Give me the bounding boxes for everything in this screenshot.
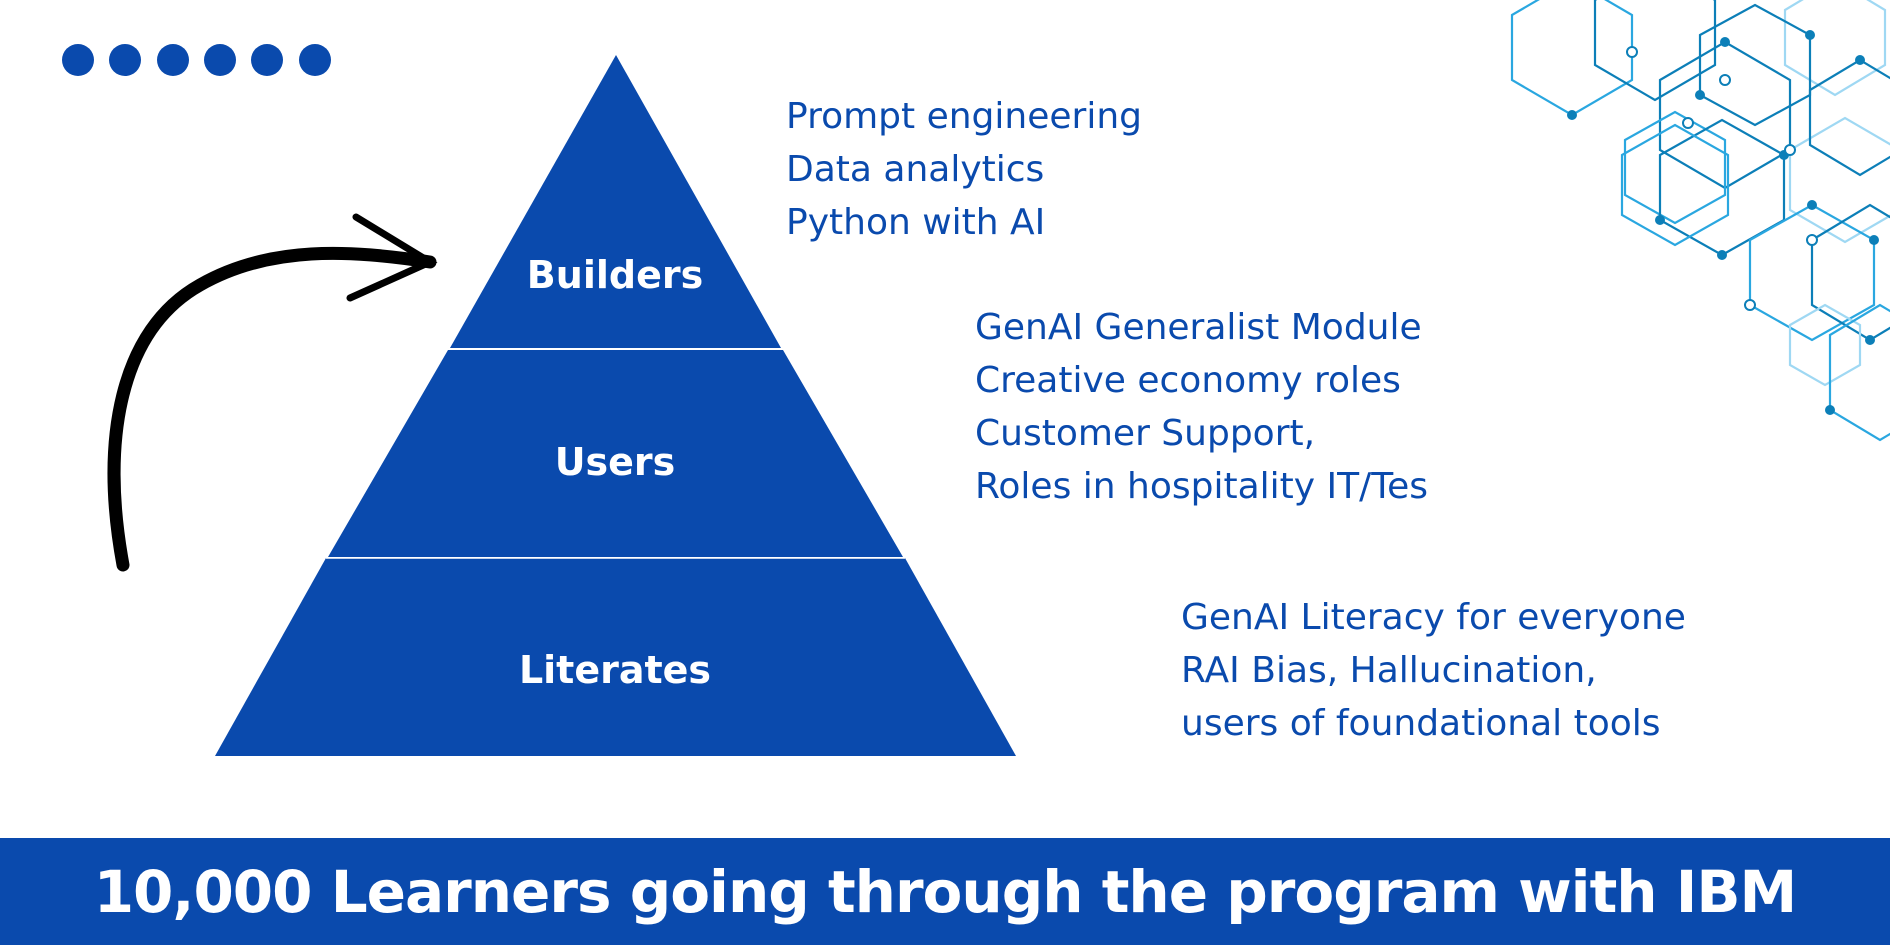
description-line: GenAI Literacy for everyone [1181,597,1686,638]
pyramid-diagram: Builders Users Literates [215,55,1016,756]
description-line: Customer Support, [975,413,1316,454]
builders-description: Prompt engineering Data analytics Python… [786,90,1142,249]
tier-label-builders: Builders [527,253,703,297]
pyramid-tier-bottom [215,558,1016,756]
curved-arrow-icon [107,213,438,572]
description-line: Creative economy roles [975,360,1401,401]
description-line: Prompt engineering [786,96,1142,137]
tier-label-literates: Literates [519,648,711,692]
description-line: Data analytics [786,149,1045,190]
dot [62,44,94,76]
literates-description: GenAI Literacy for everyone RAI Bias, Ha… [1181,591,1686,750]
pyramid-tier-top [450,55,781,348]
users-description: GenAI Generalist Module Creative economy… [975,301,1428,513]
dot [109,44,141,76]
description-line: RAI Bias, Hallucination, [1181,650,1597,691]
hexagon-network-icon [1510,0,1890,442]
dot [299,44,331,76]
tier-label-users: Users [555,440,676,484]
dot [251,44,283,76]
dot [157,44,189,76]
pyramid-tier-middle [328,350,903,557]
bottom-banner: 10,000 Learners going through the progra… [0,838,1890,945]
banner-text: 10,000 Learners going through the progra… [93,857,1798,926]
dot [204,44,236,76]
description-line: Roles in hospitality IT/Tes [975,466,1429,507]
dots-icon [62,44,331,76]
description-line: GenAI Generalist Module [975,307,1422,348]
description-line: users of foundational tools [1181,703,1661,744]
description-line: Python with AI [786,202,1046,243]
